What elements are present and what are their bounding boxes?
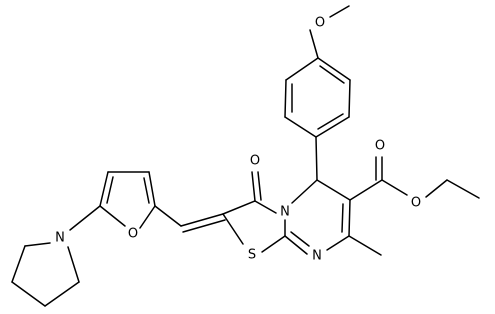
bond-methoxy-o-ring: [309, 29, 319, 59]
bond-methine-furan: [154, 205, 182, 227]
atom-n-bridgehead: N: [280, 205, 290, 220]
bond-furan-n: [69, 205, 101, 231]
atom-o-ester-carbonyl: O: [375, 139, 385, 154]
bond-phenyl-2: [348, 79, 351, 118]
bond-phenyl-3-inner: [317, 113, 344, 130]
bond-c5-c6: [316, 179, 351, 201]
bond-c2-methine-2: [182, 219, 226, 233]
bond-c3-o: [251, 171, 256, 202]
atom-o-methoxy: O: [315, 16, 325, 31]
bond-ester-c-o-single: [381, 179, 408, 196]
bond-furan-c3-c2: [148, 171, 156, 207]
bond-methyl-methoxy: [329, 5, 350, 18]
bond-pyrrolidine-4: [11, 245, 26, 283]
bond-phenyl-1: [317, 57, 351, 81]
bond-furan-o-c5: [99, 205, 126, 227]
bond-n8-c8a: [284, 235, 308, 255]
bond-phenyl-5: [284, 79, 287, 118]
atom-o-carbonyl-ring: O: [250, 154, 260, 169]
bond-phenyl-4: [284, 116, 317, 138]
bond-pyrrolidine-3: [11, 281, 46, 307]
bond-ethyl-ch2-ch3: [446, 179, 480, 199]
atom-n-pyrrolidine: N: [55, 231, 65, 246]
atom-o-ester-ether: O: [411, 196, 421, 211]
bond-furan-c5-c4: [99, 171, 109, 207]
bond-c6-c7: [348, 199, 351, 237]
atom-labels: O O O O N S N O N: [55, 16, 421, 264]
bond-pyrrolidine-2: [44, 281, 80, 307]
bond-c7-n8: [326, 235, 350, 251]
bond-phenyl-c5: [315, 136, 318, 181]
bonds: [11, 5, 480, 307]
bond-c7-methyl: [348, 235, 382, 256]
bond-c6-ester-c: [349, 179, 383, 201]
bond-n4-c5: [291, 179, 318, 204]
bond-phenyl-3: [315, 116, 350, 138]
bond-c3-o-2: [257, 171, 262, 201]
bond-ester-o-ch2: [425, 179, 448, 198]
bond-furan-c3-c2-inner: [143, 177, 150, 204]
atom-s-thiazole: S: [248, 248, 256, 263]
bond-phenyl-1-inner: [319, 65, 345, 84]
bond-c2-methine: [180, 213, 224, 227]
bond-s1-c8a: [261, 235, 286, 253]
atom-n-pyrimidine: N: [312, 249, 322, 264]
bond-pyrrolidine-5: [24, 242, 51, 247]
bond-c6-c7-inner: [341, 203, 344, 233]
bond-n8-c8a-inner: [290, 231, 310, 247]
bond-furan-c5-c4-inner: [106, 176, 114, 204]
bond-furan-c2-o: [139, 205, 156, 229]
atom-o-furan: O: [128, 227, 138, 242]
bond-c3-c2: [222, 200, 256, 215]
bond-pyrrolidine-1: [67, 246, 80, 283]
bond-n4-c3: [254, 200, 277, 214]
bond-c2-s1: [222, 213, 244, 245]
bond-phenyl-6: [285, 57, 319, 81]
